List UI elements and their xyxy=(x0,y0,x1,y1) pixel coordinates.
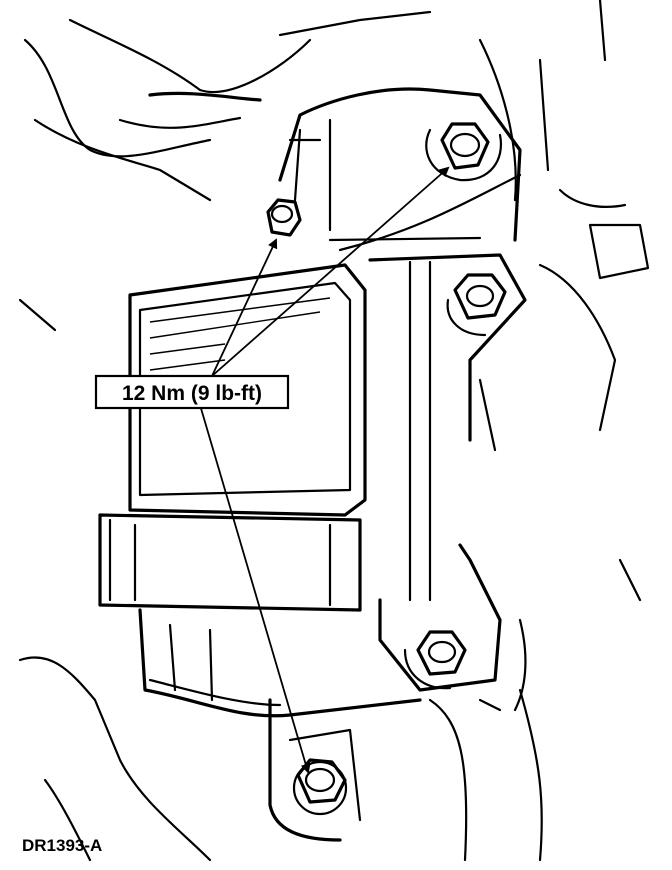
background-vehicle-structure xyxy=(18,0,650,862)
leader-arrow-upper-left xyxy=(211,238,278,377)
torque-leader-lines xyxy=(199,166,450,774)
torque-callout: 12 Nm (9 lb-ft) xyxy=(94,374,290,410)
mounting-bracket xyxy=(278,87,527,712)
leader-arrow-upper-right xyxy=(211,166,450,377)
bolt-lower-bracket xyxy=(403,630,467,690)
figure-id: DR1393-A xyxy=(22,836,102,855)
bolt-middle-bracket xyxy=(446,273,507,337)
leader-arrow-bottom xyxy=(199,404,311,774)
bolt-bottom xyxy=(292,758,348,816)
torque-callout-box xyxy=(94,374,290,410)
bolt-upper-right xyxy=(425,122,503,182)
bolt-upper-left xyxy=(266,198,302,237)
torque-callout-text: 12 Nm (9 lb-ft) xyxy=(122,382,262,405)
electronic-module xyxy=(98,263,422,842)
